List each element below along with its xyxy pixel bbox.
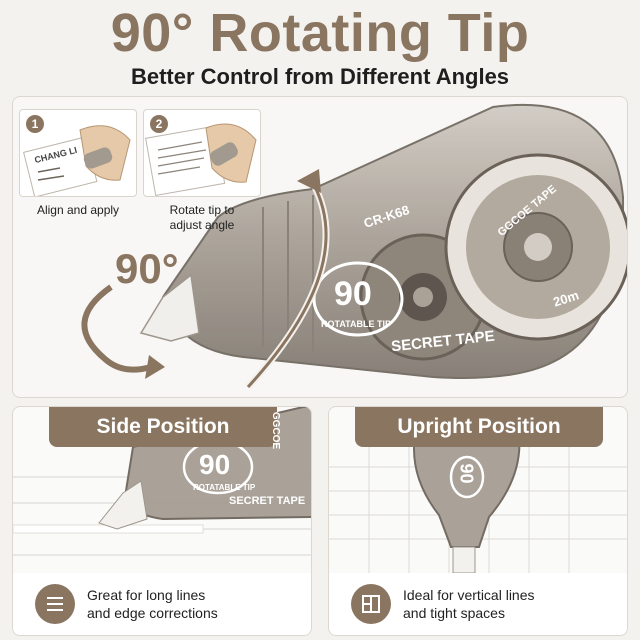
side-label: SECRET TAPE: [229, 495, 306, 507]
side-position-card: Side Position 90 ROTATABLE TIP SECRET TA…: [12, 406, 312, 636]
upright-text-line-2: and tight spaces: [403, 605, 505, 621]
side-brand: GGCOE: [270, 411, 282, 450]
device-badge-caption: ROTATABLE TIP: [321, 319, 391, 329]
subheadline: Better Control from Different Angles: [130, 64, 510, 89]
upright-position-footer: Ideal for vertical lines and tight space…: [329, 573, 627, 635]
step-2-illustration: [145, 123, 257, 196]
upright-position-illustration: [329, 434, 627, 577]
step-1-illustration: [23, 125, 131, 196]
side-position-description: Great for long lines and edge correction…: [87, 586, 307, 622]
side-text-line-1: Great for long lines: [87, 587, 206, 603]
side-position-title: Side Position: [49, 407, 277, 447]
rotation-angle-label: 90°: [115, 245, 179, 292]
step-1-number: 1: [26, 115, 44, 133]
upright-badge-number: 90: [456, 463, 477, 484]
grid-icon: [351, 584, 391, 624]
device-badge-number: 90: [334, 275, 372, 313]
step-2-panel: 2: [143, 109, 261, 197]
side-badge-caption: ROTATABLE TIP: [193, 483, 256, 492]
step-2-caption-line-1: Rotate tip to: [169, 203, 235, 217]
hero-panel: CR-K68 90 ROTATABLE TIP SECRET TAPE GGCO…: [12, 96, 628, 398]
side-text-line-2: and edge corrections: [87, 605, 218, 621]
side-position-footer: Great for long lines and edge correction…: [13, 573, 311, 635]
upright-text-line-1: Ideal for vertical lines: [403, 587, 535, 603]
headline: 90° Rotating Tip: [110, 3, 530, 63]
step-1-panel: 1 CHANG LI: [19, 109, 137, 197]
step-2-caption: Rotate tip to adjust angle: [143, 203, 261, 233]
lines-icon: [35, 584, 75, 624]
step-1-caption-line: Align and apply: [36, 203, 120, 217]
tape-dispenser-illustration: [81, 103, 627, 390]
upright-position-title: Upright Position: [355, 407, 603, 447]
side-badge-number: 90: [199, 449, 231, 480]
upright-position-description: Ideal for vertical lines and tight space…: [403, 586, 623, 622]
step-2-caption-line-2: adjust angle: [169, 218, 235, 232]
upright-position-card: Upright Position 90 Ideal for vertical l…: [328, 406, 628, 636]
step-2-number: 2: [150, 115, 168, 133]
step-1-caption: Align and apply: [19, 203, 137, 218]
